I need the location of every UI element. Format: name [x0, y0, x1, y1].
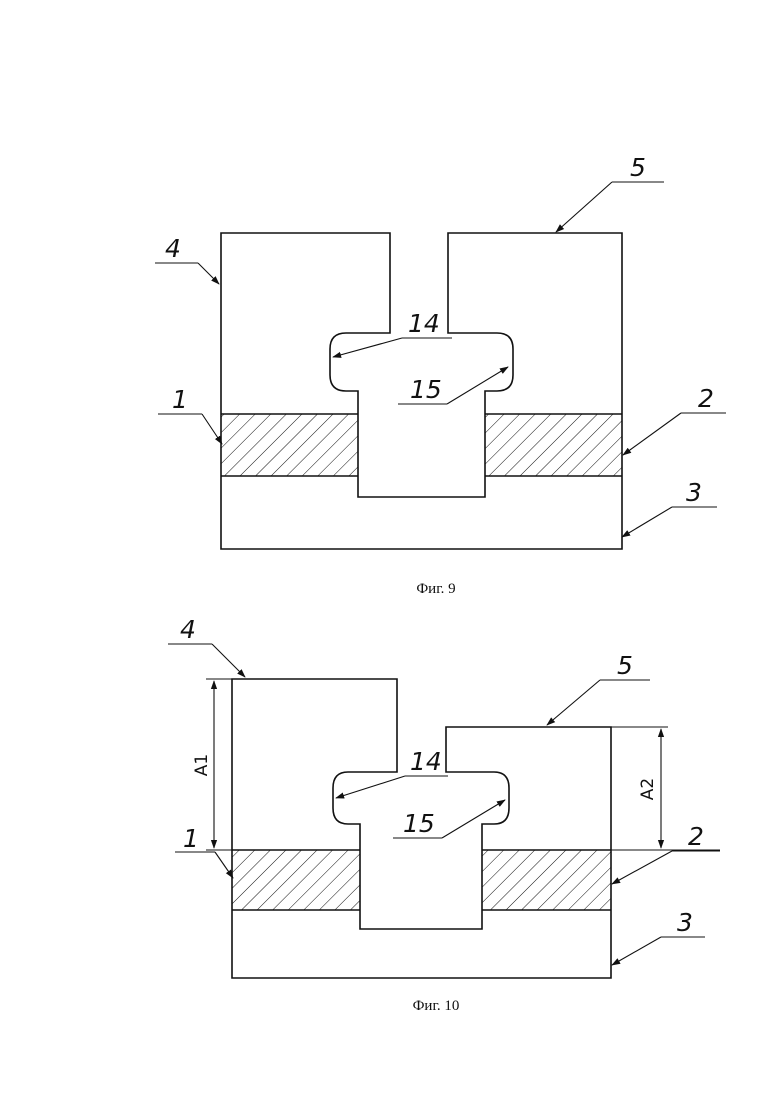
layer-1-hatch-left: [232, 850, 360, 910]
leader-4-arrow: [212, 644, 245, 677]
leader-5-arrow: [547, 680, 600, 725]
label-15: 15: [410, 375, 442, 404]
leader-15-arrow: [442, 800, 505, 838]
label-4: 4: [180, 615, 196, 644]
layer-1-hatch-right: [482, 850, 611, 910]
leader-3-arrow: [612, 937, 661, 965]
leader-14-arrow: [336, 776, 405, 798]
layer-1-hatch-left: [221, 414, 358, 476]
label-5: 5: [630, 153, 646, 182]
leader-3-arrow: [622, 507, 672, 537]
label-3: 3: [677, 908, 693, 937]
label-2: 2: [698, 384, 714, 413]
leader-5-arrow: [556, 182, 612, 232]
dimension-a1-label: A1: [192, 754, 212, 776]
label-1: 1: [172, 385, 188, 414]
label-3: 3: [686, 478, 702, 507]
leader-2-arrow: [623, 413, 681, 455]
leader-4-arrow: [198, 263, 219, 284]
label-14: 14: [410, 747, 442, 776]
layer-1-hatch-right: [485, 414, 622, 476]
figure-caption: Фиг. 10: [413, 998, 460, 1014]
leader-2-arrow: [612, 851, 672, 884]
label-1: 1: [183, 824, 199, 853]
figure-9: 4 5 1 2 3 14 15 Фиг. 9: [155, 153, 726, 597]
label-2: 2: [688, 822, 704, 851]
figure-caption: Фиг. 9: [416, 581, 455, 597]
leader-1-arrow: [215, 852, 233, 878]
leader-1-arrow: [202, 414, 222, 444]
figure-10: A1 A2 4 5 1 2 3 14 15 Фиг. 10: [168, 615, 720, 1014]
label-15: 15: [403, 809, 435, 838]
label-5: 5: [617, 651, 633, 680]
leader-15-arrow: [447, 367, 508, 404]
label-14: 14: [408, 309, 440, 338]
dimension-a2-label: A2: [638, 778, 658, 800]
label-4: 4: [165, 234, 181, 263]
leader-14-arrow: [333, 338, 402, 357]
